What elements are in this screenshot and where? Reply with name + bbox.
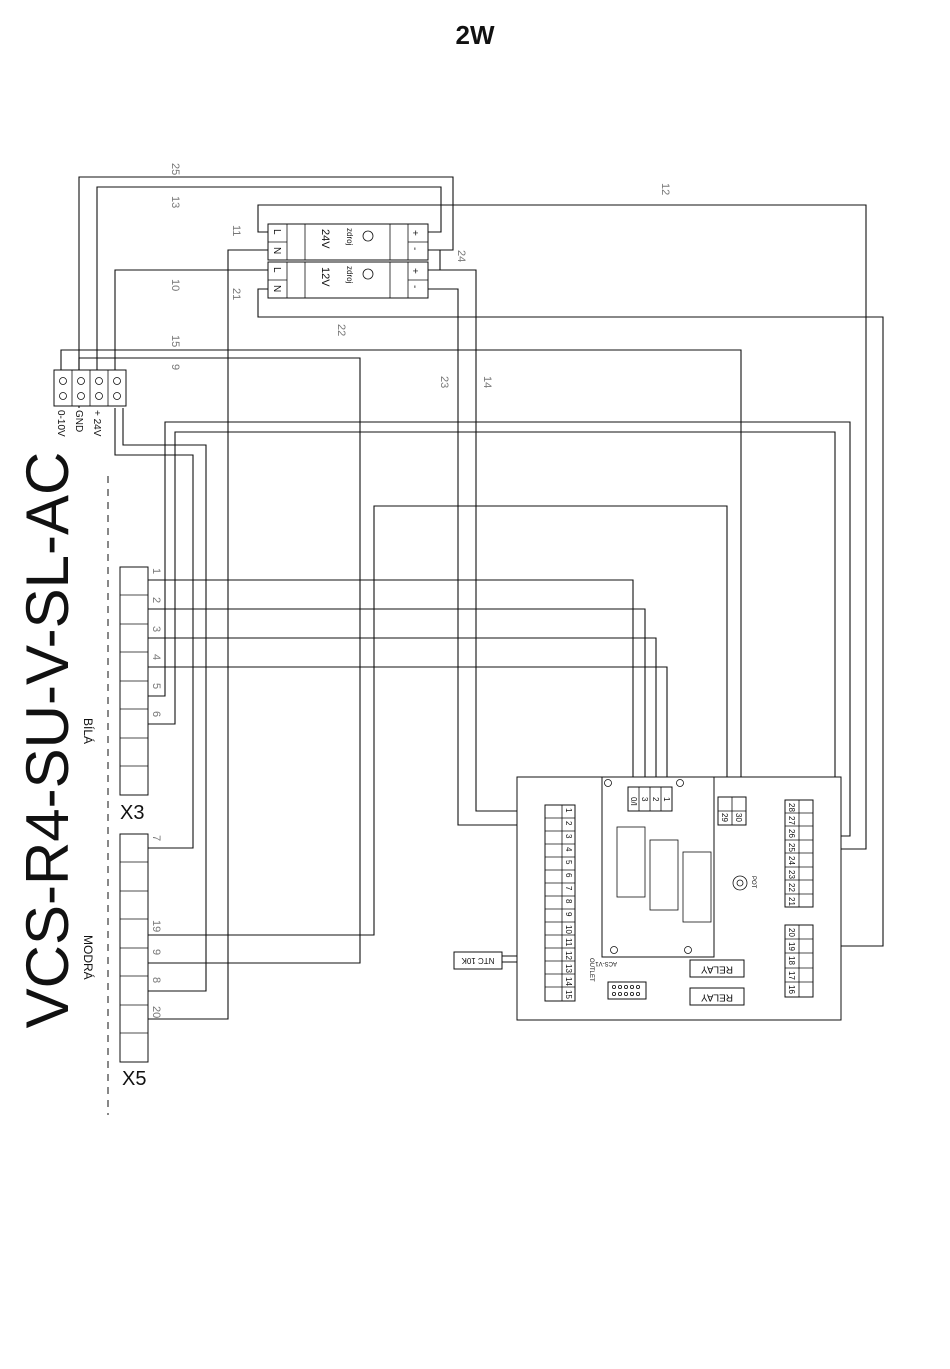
terminal-right-bottom: 16 — [787, 985, 796, 994]
wire-number: 10 — [169, 279, 181, 291]
terminal-right: 22 — [787, 883, 796, 892]
terminal-left: 12 — [564, 951, 573, 960]
ntc-label: NTC 10K — [461, 956, 495, 965]
jumper-label: 3 — [640, 797, 649, 802]
input-label-0-10v: 0-10V — [55, 410, 66, 437]
relay-label: RELAY — [701, 963, 733, 974]
terminal-right: 21 — [787, 897, 796, 906]
wire-number: 22 — [335, 324, 347, 336]
terminal-left: 4 — [564, 847, 573, 852]
psu-12-minus: - — [409, 285, 420, 288]
jumper-label: 2 — [651, 797, 660, 802]
x5-pin: 9 — [150, 949, 162, 955]
x3-pin: 1 — [150, 568, 162, 574]
x5-pin: 7 — [150, 835, 162, 841]
terminal-right: 25 — [787, 843, 796, 852]
psu-12-n: N — [271, 285, 282, 292]
terminal-left: 3 — [564, 834, 573, 839]
psu-12-voltage: 12V — [319, 267, 331, 287]
terminal-left: 7 — [564, 886, 573, 891]
terminal-right-bottom: 17 — [787, 971, 796, 980]
x3-pin: 5 — [150, 683, 162, 689]
psu-24-minus: - — [409, 247, 420, 250]
wire-number: 11 — [230, 225, 242, 236]
x3-pin: 4 — [150, 654, 162, 660]
outlet-label: OUTLET — [588, 958, 594, 982]
x3-name: X3 — [120, 802, 144, 824]
terminal-left: 1 — [564, 808, 573, 813]
controller-board: 0/I 3 2 1 1 2 3 4 5 6 7 8 9 — [517, 777, 841, 1020]
terminal-left: 6 — [564, 873, 573, 878]
terminal-right-bottom: 18 — [787, 956, 796, 965]
psu-12-l: L — [271, 267, 282, 273]
terminal-right: 24 — [787, 856, 796, 865]
psu-24-voltage: 24V — [319, 229, 331, 249]
wire-number: 21 — [230, 288, 242, 300]
input-label-gnd: GND — [73, 410, 84, 432]
terminal-right-bottom: 20 — [787, 928, 796, 937]
terminal-left: 13 — [564, 964, 573, 973]
terminal-left: 5 — [564, 860, 573, 865]
terminal-left: 14 — [564, 977, 573, 986]
page-title: VCS-R4-SU-V-SL-AC — [14, 452, 81, 1029]
wire-number: 24 — [455, 250, 467, 262]
terminal-small: 29 — [720, 813, 729, 822]
x5-name: X5 — [122, 1068, 146, 1090]
wire-number: 25 — [169, 163, 181, 175]
terminal-right: 26 — [787, 829, 796, 838]
terminal-small: 30 — [734, 813, 743, 822]
x3-pin: 3 — [150, 626, 162, 632]
jumper-label: 1 — [662, 797, 671, 802]
psu-24-plus: + — [409, 230, 420, 236]
terminal-right: 28 — [787, 803, 796, 812]
logo: 2W — [456, 20, 495, 50]
psu-12v: L N 12V zdroj + - — [268, 262, 428, 298]
psu-24-name: zdroj — [345, 228, 354, 246]
psu-24-l: L — [271, 229, 282, 235]
terminal-left: 10 — [564, 925, 573, 934]
psu-24v: L N 24V zdroj + - — [268, 224, 428, 260]
wire-number: 15 — [169, 335, 181, 347]
relay-label: RELAY — [701, 991, 733, 1002]
x5-pin: 19 — [150, 920, 162, 932]
jumper-label: 0/I — [629, 797, 638, 806]
x5-color: MODRÁ — [81, 935, 96, 980]
pot-label: POT — [750, 876, 756, 889]
input-label-24v: + 24V — [91, 410, 102, 437]
board-name: ACS-V1 — [595, 960, 617, 966]
terminal-left: 11 — [564, 938, 573, 947]
wire-number: 13 — [169, 196, 181, 208]
psu-12-plus: + — [409, 268, 420, 274]
x3-pin: 2 — [150, 597, 162, 603]
terminal-left: 8 — [564, 899, 573, 904]
terminal-right: 23 — [787, 870, 796, 879]
wire-number: 23 — [438, 376, 450, 388]
terminal-right: 27 — [787, 816, 796, 825]
x3-pin: 6 — [150, 711, 162, 717]
x3-color: BÍLÁ — [81, 718, 96, 744]
wire-number: 9 — [169, 364, 181, 370]
psu-12-name: zdroj — [345, 266, 354, 284]
x5-pin: 8 — [150, 977, 162, 983]
terminal-left: 2 — [564, 821, 573, 826]
terminal-right-bottom: 19 — [787, 942, 796, 951]
psu-24-n: N — [271, 247, 282, 254]
wire-number: 12 — [659, 183, 671, 195]
connector-x5: 7 19 9 8 20 X5 MODRÁ — [81, 834, 162, 1090]
x5-pin: 20 — [150, 1006, 162, 1018]
wire-number: 14 — [481, 376, 493, 388]
ntc-sensor: NTC 10K — [454, 952, 502, 969]
terminal-left: 15 — [564, 990, 573, 999]
terminal-left: 9 — [564, 912, 573, 917]
